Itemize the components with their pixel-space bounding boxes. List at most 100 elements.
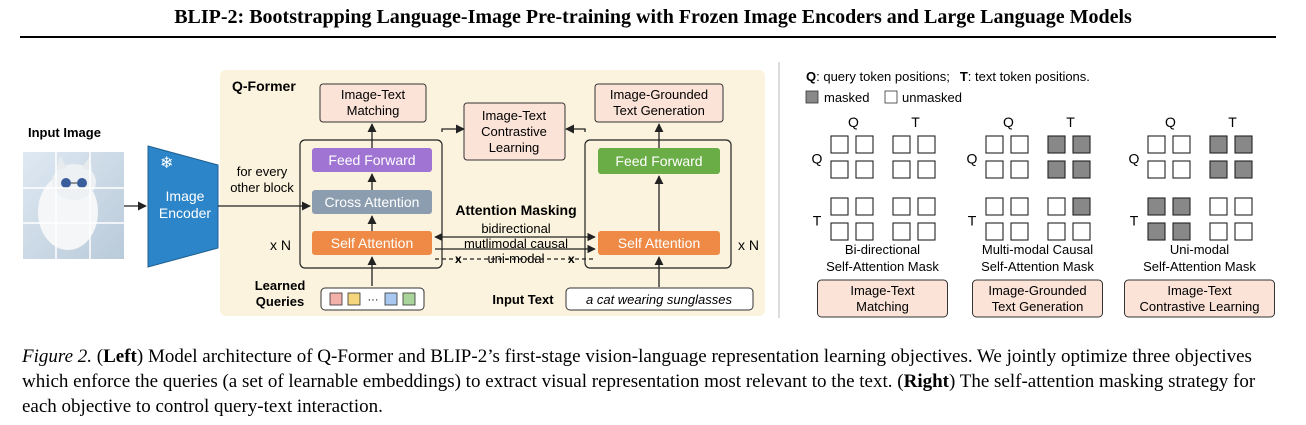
text-feed-forward-label: Feed Forward [615,153,702,169]
mask-cell-unmasked [1147,135,1166,154]
input-text-value: a cat wearing sunglasses [586,292,732,307]
mask-objective-line-2: Text Generation [992,299,1084,314]
mask-objective-line-1: Image-Text [1167,283,1232,298]
mask-objective-box [1124,279,1275,318]
input-text-box: a cat wearing sunglasses [565,287,754,311]
mask-cell-unmasked [1147,160,1166,179]
itc-label-3: Learning [489,140,540,155]
attention-masking-label: Attention Masking [455,202,576,218]
query-self-attention-label: Self Attention [331,235,414,251]
mask-cell-unmasked [855,135,874,154]
for-every-label-2: other block [230,180,294,195]
image-encoder-label-1: Image [166,188,205,204]
mask-name-line-2: Self-Attention Mask [1143,259,1256,274]
mask-cell-unmasked [1010,222,1029,241]
text-xn-label: x N [738,237,759,253]
input-image-label: Input Image [28,125,101,140]
caption-right-text: The self-attention masking strategy for … [22,371,1256,417]
mask-objective-box [817,279,948,318]
mask-cell-masked [1047,160,1066,179]
mask-cell-unmasked [830,222,849,241]
mask-cell-unmasked [917,197,936,216]
mask-col-q-label: Q [1003,114,1014,130]
for-every-label-1: for every [237,164,288,179]
mask-cell-masked [1072,135,1091,154]
mask-objective-line-2: Contrastive Learning [1140,299,1260,314]
mask-cell-masked [1147,197,1166,216]
mask-cell-masked [1072,197,1091,216]
mask-cell-unmasked [830,160,849,179]
caption-left-text: Model architecture of Q-Former and BLIP-… [22,346,1252,392]
legend-line: Q: query token positions;T: text token p… [806,69,1090,84]
caption-right-bold: Right [903,371,949,392]
mask-cell-unmasked [1209,222,1228,241]
query-ellipsis: ··· [368,294,379,306]
masked-label: masked [824,90,870,105]
mask-cell-unmasked [1172,135,1191,154]
caption-left-bold: Left [103,346,137,367]
mask-cell-unmasked [1047,222,1066,241]
figure-caption: Figure 2. (Left) Model architecture of Q… [22,346,1256,417]
learned-queries-tokens: ··· [320,287,425,311]
learned-queries-label-2: Queries [256,294,304,309]
mask-name-line-1: Uni-modal [1170,242,1229,257]
image-encoder-label-2: Encoder [159,205,211,221]
mask-cell-unmasked [1209,197,1228,216]
mask-cell-unmasked [1172,160,1191,179]
mask-cell-masked [1209,160,1228,179]
blip2-figure: Input Image ❄ Image Encoder Q-Former for… [23,62,1275,318]
mask-cell-unmasked [1010,160,1029,179]
mask-cell-unmasked [855,160,874,179]
mask-objective-line-1: Image-Text [850,283,915,298]
unmasked-label: unmasked [902,90,962,105]
paper-title: BLIP-2: Bootstrapping Language-Image Pre… [174,6,1132,28]
query-token [347,292,361,306]
text-self-attention-label: Self Attention [618,235,701,251]
mask-row-t-label: T [1130,213,1139,229]
mask-cell-unmasked [855,222,874,241]
itc-label-1: Image-Text [482,108,547,123]
mask-col-t-label: T [911,114,920,130]
mask-cell-unmasked [830,135,849,154]
mask-col-t-label: T [1066,114,1075,130]
itm-label-1: Image-Text [341,87,406,102]
input-text-label: Input Text [492,292,554,307]
cross-attention: Cross Attention [312,190,432,214]
itg-label-1: Image-Grounded [610,87,708,102]
mask-cell-unmasked [1234,197,1253,216]
text-feed-forward: Feed Forward [598,148,720,174]
mask-cell-unmasked [892,160,911,179]
mask-row-q-label: Q [967,151,978,167]
itg-objective-box: Image-Grounded Text Generation [594,83,724,123]
mask-row-t-label: T [813,213,822,229]
mask-row-q-label: Q [1129,151,1140,167]
mask-col-q-label: Q [848,114,859,130]
mask-name-line-2: Self-Attention Mask [981,259,1094,274]
mask-name-line-1: Multi-modal Causal [982,242,1093,257]
caption-figure-number: Figure 2. [22,346,93,367]
learned-queries-label-1: Learned [255,278,306,293]
mask-cell-unmasked [892,135,911,154]
mask-bidirectional-label: bidirectional [481,221,550,236]
mask-col-t-label: T [1228,114,1237,130]
mask-cell-masked [1234,135,1253,154]
masked-swatch [805,90,819,104]
mask-cell-unmasked [1010,197,1029,216]
mask-row-t-label: T [968,213,977,229]
title-rule [20,36,1276,38]
mask-cell-unmasked [892,222,911,241]
itm-label-2: Matching [347,103,400,118]
mask-cell-unmasked [985,160,1004,179]
text-self-attention: Self Attention [598,231,720,255]
image-encoder: ❄ Image Encoder [147,145,219,268]
mask-cell-masked [1072,160,1091,179]
query-token [329,292,343,306]
query-transformer-block [299,139,443,269]
mask-cell-unmasked [1072,222,1091,241]
query-self-attention: Self Attention [312,231,432,255]
blocked-x-left: x [455,252,462,266]
mask-row-q-label: Q [812,151,823,167]
qformer-label: Q-Former [232,78,296,94]
mask-cell-unmasked [1047,197,1066,216]
